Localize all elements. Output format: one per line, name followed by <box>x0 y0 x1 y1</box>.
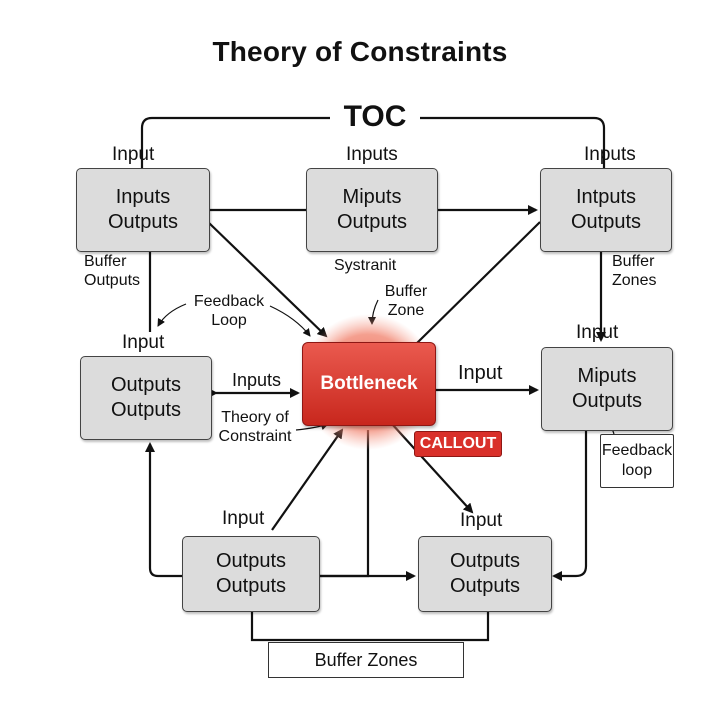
node-mid-left[interactable]: Outputs Outputs <box>80 356 212 440</box>
bottleneck-node[interactable]: Bottleneck <box>302 342 436 426</box>
box-label-mid-right: Input <box>576 322 619 343</box>
node-top-center-line1: Miputs <box>342 186 402 208</box>
node-top-right-line2: Outputs <box>570 211 642 233</box>
callout-badge: CALLOUT <box>414 431 502 457</box>
feedback-pointer-right <box>269 305 311 337</box>
node-bottom-left[interactable]: Outputs Outputs <box>182 536 320 612</box>
node-top-left-line1: Inputs <box>115 186 171 208</box>
box-label-top-right: Inputs <box>584 144 636 165</box>
annotation-buffer-outputs: Buffer Outputs <box>84 253 141 289</box>
node-top-center-line2: Outputs <box>336 211 408 233</box>
edge-bottom-left-to-bottleneck <box>271 428 344 531</box>
toc-bracket <box>140 116 606 168</box>
node-mid-right[interactable]: Miputs Outputs <box>541 347 673 431</box>
diagram-title: Theory of Constraints <box>212 36 508 67</box>
annotation-feedback-loop: Feedback Loop <box>193 293 265 329</box>
box-label-top-center: Inputs <box>346 144 398 165</box>
node-mid-left-line2: Outputs <box>110 399 182 421</box>
box-label-top-left: Input <box>112 144 155 165</box>
feedback-loop-box: Feedback loop <box>600 434 674 488</box>
node-top-left-line2: Outputs <box>107 211 179 233</box>
node-bottom-right-line2: Outputs <box>449 575 521 597</box>
edge-bottom-left-up <box>145 442 182 578</box>
node-mid-right-line1: Miputs <box>577 365 637 387</box>
node-bottom-left-line2: Outputs <box>215 575 287 597</box>
edge-top-left-to-bottleneck <box>207 221 328 338</box>
buffer-zones-box: Buffer Zones <box>268 642 464 678</box>
node-top-center[interactable]: Miputs Outputs <box>306 168 438 252</box>
annotation-inputs-arrow: Inputs <box>232 370 282 390</box>
annotation-input-arrow: Input <box>458 362 503 384</box>
box-label-mid-left: Input <box>122 332 165 353</box>
box-label-bottom-left: Input <box>222 508 265 529</box>
box-label-bottom-right: Input <box>460 510 503 531</box>
bottom-bracket <box>250 608 490 642</box>
node-bottom-left-line1: Outputs <box>215 550 287 572</box>
node-bottom-right[interactable]: Outputs Outputs <box>418 536 552 612</box>
node-top-left[interactable]: Inputs Outputs <box>76 168 210 252</box>
node-mid-right-line2: Outputs <box>571 390 643 412</box>
annotation-buffer-zone: Buffer Zone <box>384 283 428 319</box>
node-mid-left-line1: Outputs <box>110 374 182 396</box>
feedback-pointer <box>157 303 187 327</box>
node-top-right[interactable]: Intputs Outputs <box>540 168 672 252</box>
node-top-right-line1: Intputs <box>575 186 637 208</box>
edge-right-down <box>552 430 588 581</box>
annotation-systranit: Systranit <box>334 257 397 274</box>
annotation-theory-of-constraint: Theory of Constraint <box>218 409 292 445</box>
edge-top-right-to-bottleneck <box>415 221 541 345</box>
toc-label: TOC <box>330 100 420 134</box>
annotation-buffer-zones: Buffer Zones <box>612 253 657 289</box>
node-bottom-right-line1: Outputs <box>449 550 521 572</box>
